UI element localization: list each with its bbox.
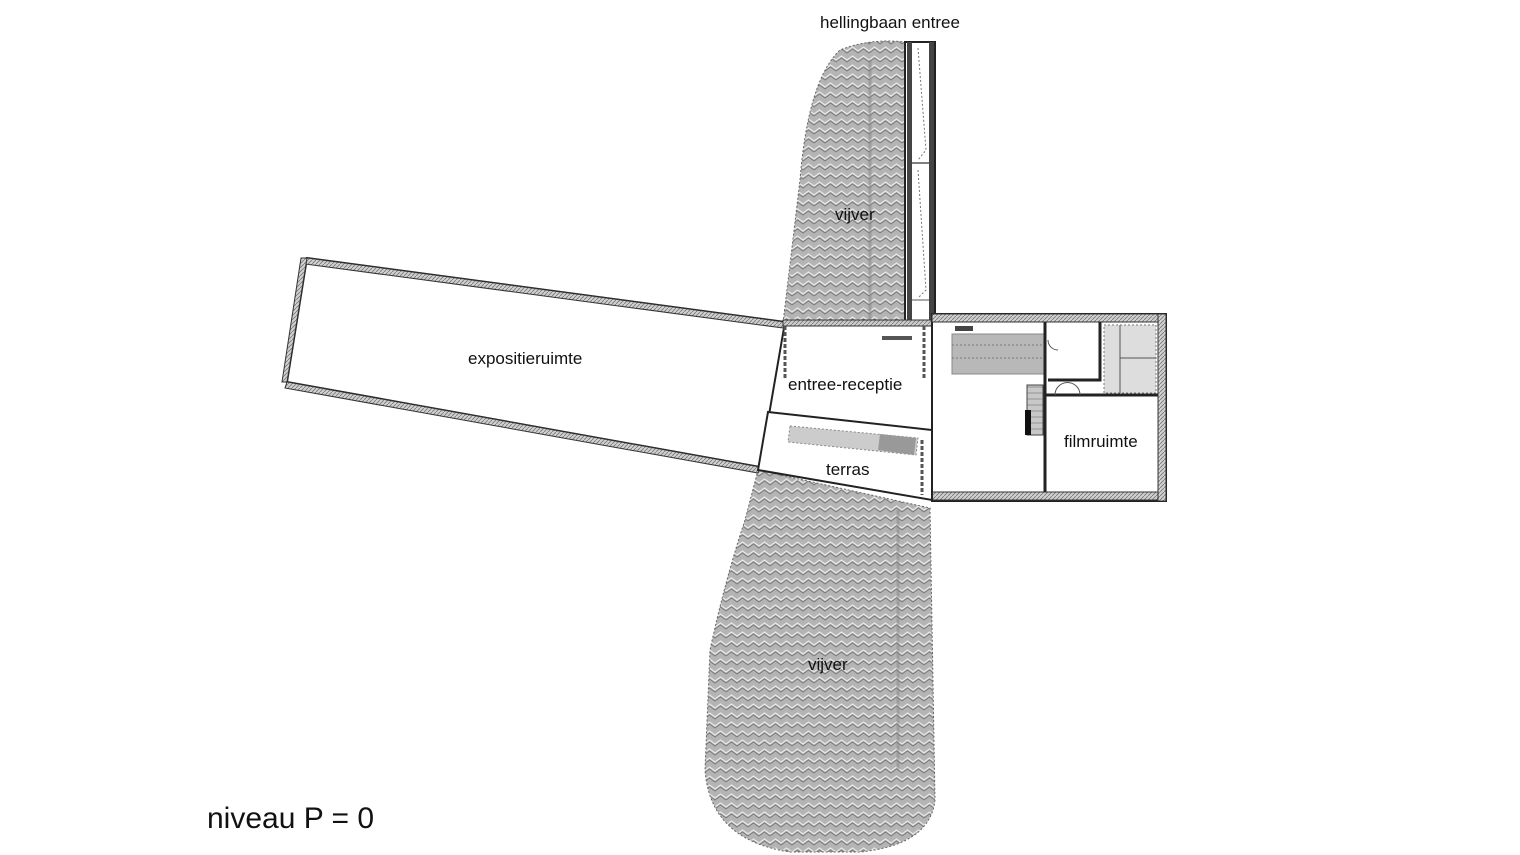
pond-south (704, 469, 936, 853)
room-label-pond-north: vijver (835, 205, 875, 224)
room-label-cinema: filmruimte (1064, 432, 1138, 451)
room-label-terrace: terras (826, 460, 870, 479)
room-label-exhibition: expositieruimte (468, 349, 583, 368)
pond-north (782, 40, 906, 324)
room-label-ramp: hellingbaan entree (820, 13, 960, 32)
entrance-ramp (904, 41, 936, 325)
room-label-reception: entree-receptie (788, 375, 903, 394)
east-building (931, 313, 1167, 502)
exhibition-wing (281, 256, 787, 474)
room-label-pond-south: vijver (808, 655, 848, 674)
reception-block (782, 319, 934, 380)
level-title: niveau P = 0 (207, 802, 375, 835)
terrace-area (756, 410, 933, 502)
